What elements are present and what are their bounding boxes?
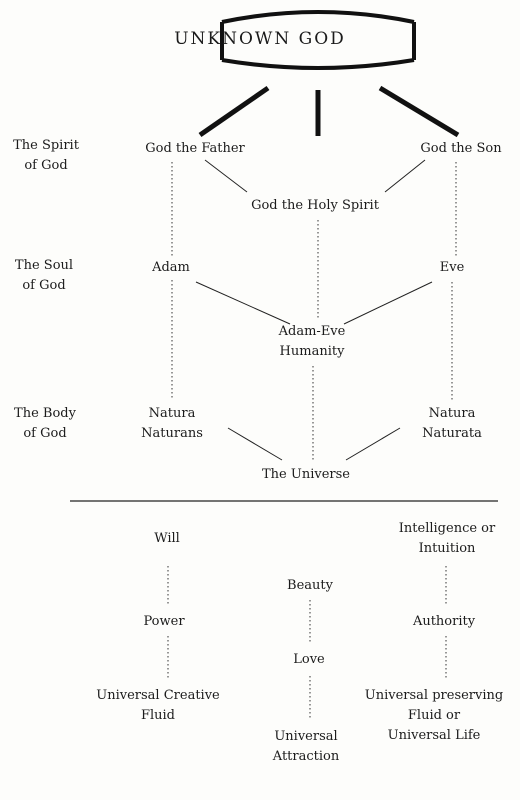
title-frame-bottom: [221, 58, 415, 70]
node-naturans-line1: Natura: [148, 406, 196, 421]
row-label-soul-line2: of God: [22, 278, 66, 293]
son-holy-link: [384, 159, 426, 193]
node-adam-eve-humanity: Adam-Eve Humanity: [279, 322, 346, 362]
row-label-soul-line1: The Soul: [14, 258, 74, 273]
lower-authority: Authority: [412, 614, 476, 629]
title-frame-top: [221, 10, 415, 24]
lower-creative-fluid-line1: Universal Creative: [96, 688, 220, 703]
node-naturans-line2: Naturans: [141, 426, 203, 441]
lower-intelligence-line1: Intelligence or: [398, 521, 496, 536]
lower-intelligence-or-intuition: Intelligence or Intuition: [399, 519, 495, 559]
node-god-the-father: God the Father: [145, 141, 245, 156]
lower-preserving-line3: Universal Life: [387, 728, 481, 743]
row-label-spirit: The Spirit of God: [13, 136, 79, 176]
node-natura-naturata: Natura Naturata: [422, 404, 482, 444]
adam-adameve-link: [195, 281, 291, 325]
lower-universal-creative-fluid: Universal Creative Fluid: [96, 686, 219, 726]
row-label-body-line1: The Body: [14, 406, 76, 421]
node-naturata-line2: Naturata: [422, 426, 482, 441]
row-label-spirit-line2: of God: [24, 158, 68, 173]
lower-universal-attraction: Universal Attraction: [273, 727, 339, 767]
lower-universal-preserving-fluid: Universal preserving Fluid or Universal …: [365, 686, 503, 746]
diagram-title: UNKNOWN GOD: [174, 29, 346, 49]
eve-adameve-link: [343, 281, 433, 325]
lower-will: Will: [154, 531, 180, 546]
ray-to-son: [378, 85, 460, 138]
node-natura-naturans: Natura Naturans: [141, 404, 203, 444]
lower-beauty: Beauty: [287, 578, 333, 593]
lower-love: Love: [293, 652, 325, 667]
lower-attraction-line1: Universal: [274, 729, 338, 744]
node-god-the-holy-spirit: God the Holy Spirit: [251, 198, 379, 213]
lower-power: Power: [143, 614, 185, 629]
lower-preserving-line1: Universal preserving: [364, 688, 504, 703]
naturans-universe-link: [227, 427, 283, 461]
node-naturata-line1: Natura: [428, 406, 476, 421]
ray-to-father: [198, 85, 270, 138]
row-label-spirit-line1: The Spirit: [13, 138, 79, 153]
lower-creative-fluid-line2: Fluid: [140, 708, 176, 723]
node-adam-eve-line1: Adam-Eve: [278, 324, 346, 339]
node-adam-eve-line2: Humanity: [279, 344, 345, 359]
naturata-universe-link: [345, 427, 401, 461]
father-holy-link: [204, 159, 248, 193]
row-label-soul: The Soul of God: [15, 256, 73, 296]
lower-intelligence-line2: Intuition: [418, 541, 476, 556]
node-god-the-son: God the Son: [420, 141, 502, 156]
node-adam: Adam: [152, 260, 190, 275]
node-the-universe: The Universe: [262, 467, 350, 482]
node-eve: Eve: [439, 260, 465, 275]
lower-attraction-line2: Attraction: [272, 749, 340, 764]
lower-preserving-line2: Fluid or: [407, 708, 461, 723]
row-label-body: The Body of God: [14, 404, 76, 444]
row-label-body-line2: of God: [23, 426, 67, 441]
